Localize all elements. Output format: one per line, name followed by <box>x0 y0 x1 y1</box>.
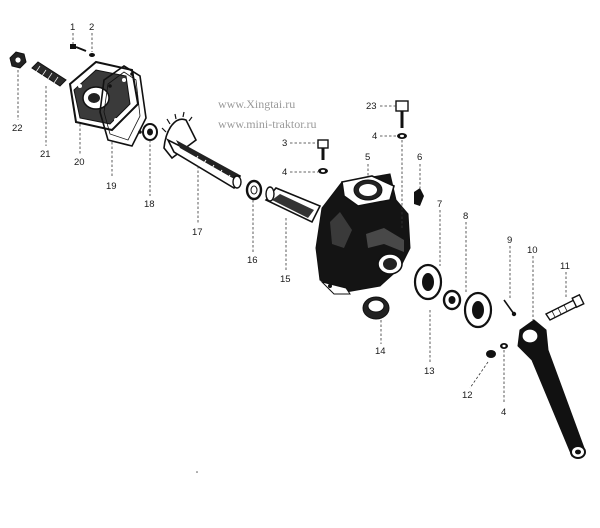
part-washer-4b <box>397 133 407 139</box>
part-housing-5 <box>315 173 411 295</box>
callout-22: 22 <box>12 123 23 134</box>
callout-numbers: 1 2 3 4 4 4 5 6 7 8 9 10 11 12 13 14 15 … <box>12 22 570 418</box>
callout-3: 3 <box>282 138 287 149</box>
callout-15: 15 <box>280 274 291 285</box>
callout-21: 21 <box>40 149 51 160</box>
callout-20: 20 <box>74 157 85 168</box>
callout-1: 1 <box>70 22 75 33</box>
watermark-line-1: www.Xingtai.ru <box>218 97 295 111</box>
part-stud-21 <box>31 61 67 87</box>
part-fitting-6 <box>414 188 424 206</box>
part-gasket-19 <box>99 65 147 147</box>
callout-11: 11 <box>560 261 570 272</box>
callout-7: 7 <box>437 199 442 210</box>
callout-4c: 4 <box>501 407 506 418</box>
part-flange-8 <box>463 291 493 329</box>
callout-19: 19 <box>106 181 117 192</box>
scan-speck <box>196 471 198 473</box>
part-nut-22 <box>9 51 27 69</box>
callout-13: 13 <box>424 366 435 377</box>
callout-6: 6 <box>417 152 422 163</box>
callout-2: 2 <box>89 22 94 33</box>
part-sector-shaft-17 <box>161 111 242 190</box>
callout-4b: 4 <box>372 131 377 142</box>
part-bolt-3 <box>317 139 329 160</box>
part-washer-4c <box>500 343 508 349</box>
callout-17: 17 <box>192 227 203 238</box>
part-seal-14 <box>362 296 390 320</box>
callout-12: 12 <box>462 390 473 401</box>
callout-16: 16 <box>247 255 258 266</box>
callout-8: 8 <box>463 211 468 222</box>
part-pitman-arm-10 <box>517 319 586 459</box>
callout-5: 5 <box>365 152 370 163</box>
part-bolt-11 <box>544 293 585 321</box>
callout-9: 9 <box>507 235 512 246</box>
watermark-line-2: www.mini-traktor.ru <box>218 117 317 131</box>
callout-4a: 4 <box>282 167 287 178</box>
part-washer-16 <box>245 179 263 201</box>
part-bearing-13 <box>442 289 462 311</box>
part-bushing-15 <box>264 186 322 224</box>
callout-14: 14 <box>375 346 386 357</box>
leader-lines <box>17 33 567 404</box>
part-nut-12 <box>486 350 496 358</box>
part-washer-2 <box>89 53 95 57</box>
callout-23: 23 <box>366 101 377 112</box>
part-bolt-1 <box>70 44 87 52</box>
part-cover-20 <box>68 60 140 132</box>
part-bearing-18 <box>142 123 158 141</box>
callout-10: 10 <box>527 245 538 256</box>
part-plate-7 <box>413 263 443 301</box>
part-washer-4a <box>318 168 328 174</box>
part-bolt-23 <box>395 100 409 128</box>
part-pin-9 <box>503 299 517 317</box>
callout-18: 18 <box>144 199 155 210</box>
